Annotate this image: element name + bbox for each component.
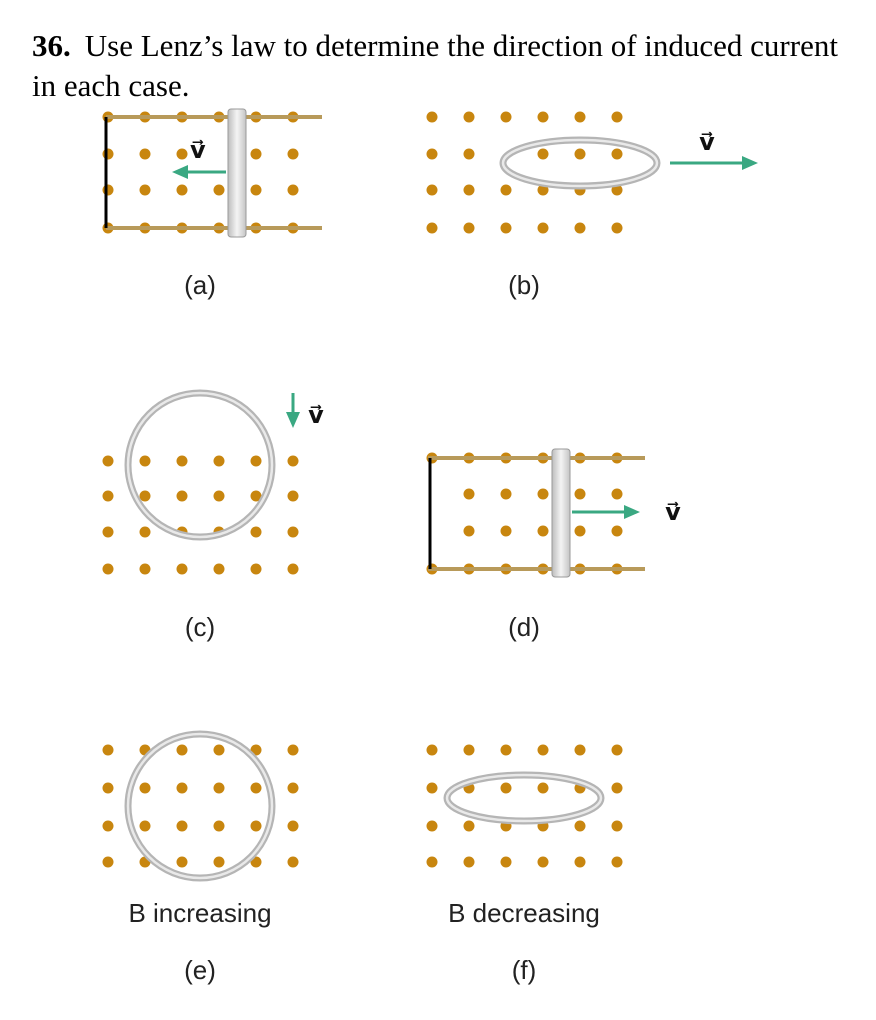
panel-d: v⃗ (d) (426, 448, 681, 642)
question-number: 36. (32, 28, 71, 63)
velocity-label-c: v⃗ (308, 402, 324, 429)
panel-a: v⃗ (a) (102, 108, 322, 300)
velocity-label-a: v⃗ (190, 137, 206, 164)
sliding-bar-d (551, 448, 571, 578)
question: 36.Use Lenz’s law to determine the direc… (32, 26, 852, 106)
panel-label-a: (a) (184, 270, 216, 300)
velocity-arrow-icon (172, 165, 226, 179)
velocity-arrow-icon (572, 505, 640, 519)
field-dots-e (102, 744, 299, 868)
velocity-label-d: v⃗ (665, 499, 681, 526)
sliding-bar-a (227, 108, 247, 238)
panel-c: v⃗ (c) (102, 389, 324, 642)
panel-label-f: (f) (512, 955, 537, 985)
question-text: Use Lenz’s law to determine the directio… (32, 28, 838, 103)
panel-e: B increasing (e) (102, 730, 299, 985)
velocity-arrow-icon (286, 393, 300, 428)
panel-label-c: (c) (185, 612, 215, 642)
panel-label-e: (e) (184, 955, 216, 985)
field-caption-e: B increasing (128, 898, 271, 928)
panel-f: B decreasing (f) (426, 744, 623, 985)
panel-b: v⃗ (b) (426, 111, 758, 300)
field-dots-f (426, 744, 623, 868)
panel-label-b: (b) (508, 270, 540, 300)
field-dots-d (426, 452, 623, 575)
field-caption-f: B decreasing (448, 898, 600, 928)
velocity-label-b: v⃗ (699, 129, 715, 156)
field-dots-b (426, 111, 623, 234)
panel-label-d: (d) (508, 612, 540, 642)
velocity-arrow-icon (670, 156, 758, 170)
